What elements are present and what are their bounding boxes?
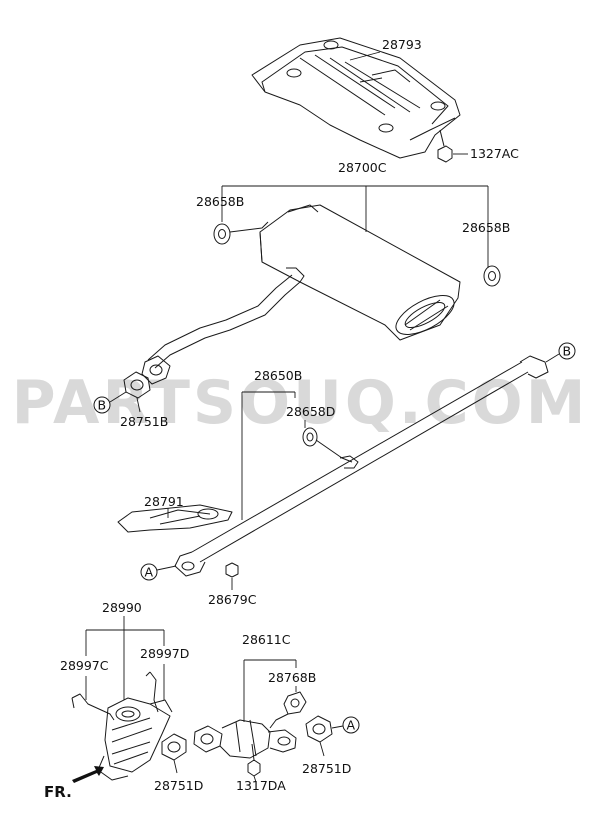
callout-a-front: A bbox=[342, 716, 360, 734]
svg-text:B: B bbox=[98, 398, 107, 413]
label-28658D: 28658D bbox=[286, 404, 335, 419]
bracket-28997C[interactable] bbox=[71, 693, 115, 721]
label-28751B: 28751B bbox=[120, 414, 168, 429]
label-28793: 28793 bbox=[382, 37, 422, 52]
label-28650B: 28650B bbox=[254, 368, 302, 383]
rear-flange[interactable] bbox=[141, 355, 171, 385]
label-1327AC: 1327AC bbox=[470, 146, 519, 161]
callout-a-center: A bbox=[140, 563, 158, 581]
gasket-28751D-front[interactable] bbox=[305, 715, 333, 743]
rear-inlet-pipe[interactable] bbox=[147, 274, 301, 369]
label-28679C: 28679C bbox=[208, 592, 257, 607]
center-pipe-part[interactable] bbox=[174, 355, 549, 577]
nut-1327AC[interactable] bbox=[437, 129, 453, 163]
label-28658B-right: 28658B bbox=[462, 220, 510, 235]
label-28611C: 28611C bbox=[242, 632, 291, 647]
bracket-28997D[interactable] bbox=[145, 671, 159, 713]
catalytic-converter-part[interactable] bbox=[97, 697, 173, 781]
heat-protector-part[interactable] bbox=[251, 37, 461, 159]
label-1317DA: 1317DA bbox=[236, 778, 286, 793]
front-pipe-part[interactable] bbox=[193, 713, 297, 759]
fr-label: FR. bbox=[44, 783, 72, 801]
nut-28679C[interactable] bbox=[225, 562, 239, 578]
callout-b-top: B bbox=[558, 342, 576, 360]
label-28700C: 28700C bbox=[338, 160, 387, 175]
svg-text:A: A bbox=[347, 718, 356, 733]
label-28997C: 28997C bbox=[60, 658, 109, 673]
label-28791: 28791 bbox=[144, 494, 184, 509]
svg-text:A: A bbox=[145, 565, 154, 580]
label-28768B: 28768B bbox=[268, 670, 316, 685]
nut-1317DA[interactable] bbox=[247, 743, 261, 777]
front-arrow-icon bbox=[72, 766, 104, 783]
callout-b-left: B bbox=[93, 396, 111, 414]
gasket-28751B[interactable] bbox=[123, 371, 151, 399]
front-direction-indicator: FR. bbox=[44, 766, 104, 801]
hanger-rubber-right[interactable] bbox=[483, 265, 501, 287]
label-28751D-cat: 28751D bbox=[154, 778, 203, 793]
hanger-rubber-left[interactable] bbox=[213, 221, 269, 245]
label-28751D-front: 28751D bbox=[302, 761, 351, 776]
svg-text:B: B bbox=[563, 344, 572, 359]
gasket-28751D-cat[interactable] bbox=[161, 733, 187, 761]
muffler-part[interactable] bbox=[259, 204, 461, 342]
label-28997D: 28997D bbox=[140, 646, 189, 661]
label-28658B-left: 28658B bbox=[196, 194, 244, 209]
front-hanger-28768B[interactable] bbox=[283, 691, 307, 715]
label-28990: 28990 bbox=[102, 600, 142, 615]
center-protector-28791[interactable] bbox=[117, 504, 233, 533]
